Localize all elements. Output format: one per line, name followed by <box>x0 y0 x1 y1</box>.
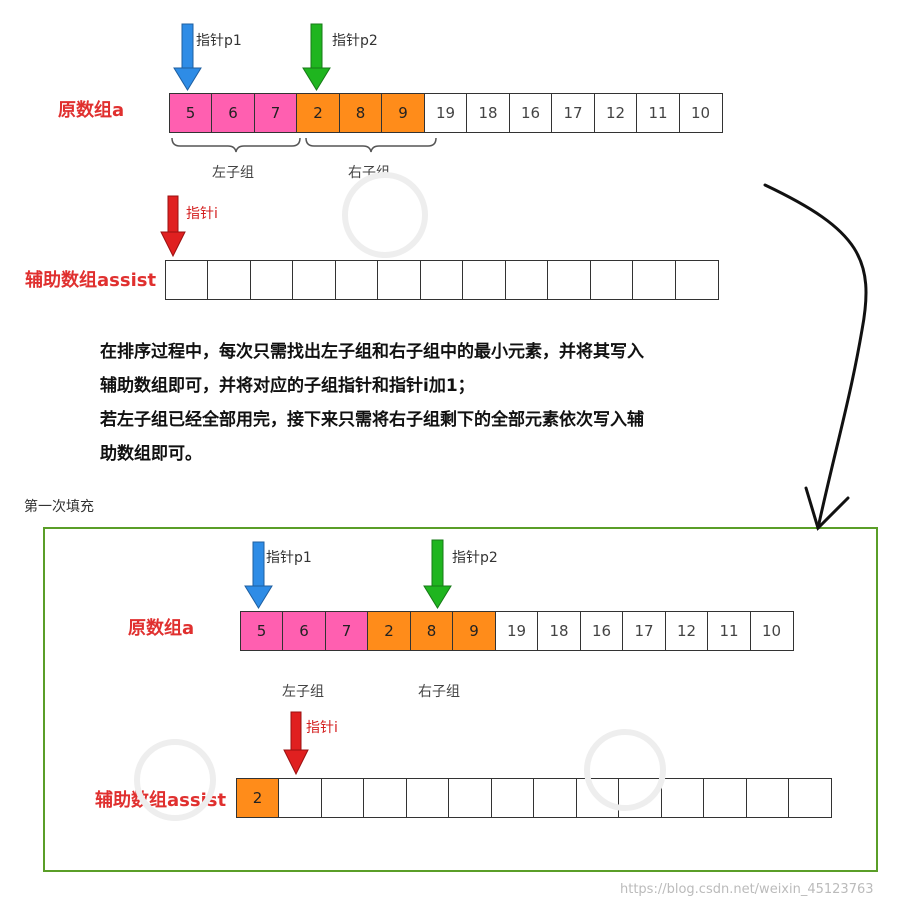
assist-cell <box>207 260 251 300</box>
assist-cell <box>788 778 832 818</box>
array-cell: 18 <box>466 93 510 133</box>
array-cell: 16 <box>508 93 553 133</box>
array-cell: 18 <box>537 611 581 651</box>
array-cell: 9 <box>452 611 496 651</box>
left-group-label: 左子组 <box>282 684 324 700</box>
assist-cell <box>419 260 464 300</box>
right-group-brace-icon <box>305 137 437 153</box>
assist-cell <box>632 260 676 300</box>
array-cell: 10 <box>678 93 723 133</box>
array-cell: 2 <box>296 93 340 133</box>
array-cell: 7 <box>324 611 369 651</box>
array-cell: 5 <box>239 611 284 651</box>
array-cell: 8 <box>409 611 454 651</box>
source-watermark: https://blog.csdn.net/weixin_45123763 <box>620 882 874 897</box>
flow-arrow-icon <box>763 183 868 531</box>
pointer-p2-arrow-icon <box>302 23 331 91</box>
array-cell: 19 <box>494 611 539 651</box>
array-cell: 11 <box>636 93 680 133</box>
array-cell: 12 <box>664 611 709 651</box>
pointer-p1-label: 指针p1 <box>196 33 242 49</box>
array-cell: 2 <box>367 611 411 651</box>
assist-cell <box>674 260 719 300</box>
assist-cell <box>490 778 535 818</box>
assist-cell <box>462 260 506 300</box>
assist-cell <box>249 260 294 300</box>
array-cell: 9 <box>381 93 425 133</box>
assist-cell <box>589 260 634 300</box>
top-assist-label: 辅助数组assist <box>25 270 157 291</box>
description-line: 若左子组已经全部用完，接下来只需将右子组剩下的全部元素依次写入辅 <box>100 410 644 430</box>
assist-cell <box>164 260 209 300</box>
array-cell: 8 <box>338 93 383 133</box>
left-group-brace-icon <box>171 137 301 153</box>
pointer-i-label: 指针i <box>186 206 218 222</box>
array-cell: 11 <box>707 611 751 651</box>
array-cell: 7 <box>253 93 298 133</box>
array-cell: 5 <box>168 93 213 133</box>
assist-cell <box>334 260 379 300</box>
assist-cell <box>377 260 421 300</box>
pointer-i-label: 指针i <box>306 720 338 736</box>
bottom-assist-array: 2 <box>235 778 832 818</box>
array-cell: 6 <box>282 611 326 651</box>
array-cell: 19 <box>423 93 468 133</box>
first-fill-panel <box>43 527 878 872</box>
assist-cell <box>363 778 407 818</box>
pointer-p1-label: 指针p1 <box>266 550 312 566</box>
assist-cell <box>703 778 747 818</box>
description-line: 在排序过程中，每次只需找出左子组和右子组中的最小元素，并将其写入 <box>100 342 644 362</box>
top-assist-array <box>164 260 719 300</box>
assist-cell <box>533 778 577 818</box>
assist-cell <box>660 778 705 818</box>
array-cell: 6 <box>211 93 255 133</box>
assist-cell <box>278 778 322 818</box>
assist-cell <box>547 260 591 300</box>
assist-cell <box>320 778 365 818</box>
assist-cell <box>618 778 662 818</box>
array-cell: 12 <box>593 93 638 133</box>
assist-cell <box>575 778 620 818</box>
array-cell: 17 <box>551 93 595 133</box>
description-line: 辅助数组即可，并将对应的子组指针和指针i加1； <box>100 376 475 396</box>
pointer-i-arrow-icon <box>160 195 186 258</box>
top-array-label: 原数组a <box>58 100 125 121</box>
left-group-label: 左子组 <box>212 165 254 181</box>
description-line: 助数组即可。 <box>100 444 202 464</box>
bottom-array: 5 6 7 2 8 9 19 18 16 17 12 11 10 <box>239 611 794 651</box>
assist-cell <box>292 260 336 300</box>
right-group-label: 右子组 <box>418 684 460 700</box>
array-cell: 16 <box>579 611 624 651</box>
array-cell: 10 <box>749 611 794 651</box>
description: 在排序过程中，每次只需找出左子组和右子组中的最小元素，并将其写入 辅助数组即可，… <box>100 335 760 471</box>
array-cell: 17 <box>622 611 666 651</box>
pointer-p2-label: 指针p2 <box>452 550 498 566</box>
bottom-array-label: 原数组a <box>128 618 195 639</box>
assist-cell <box>745 778 790 818</box>
top-array: 5 6 7 2 8 9 19 18 16 17 12 11 10 <box>168 93 723 133</box>
round-title: 第一次填充 <box>24 499 94 515</box>
assist-cell <box>405 778 450 818</box>
assist-cell: 2 <box>235 778 280 818</box>
assist-cell <box>448 778 492 818</box>
right-group-label: 右子组 <box>348 165 390 181</box>
bottom-assist-label: 辅助数组assist <box>95 790 227 811</box>
pointer-p2-label: 指针p2 <box>332 33 378 49</box>
assist-cell <box>504 260 549 300</box>
